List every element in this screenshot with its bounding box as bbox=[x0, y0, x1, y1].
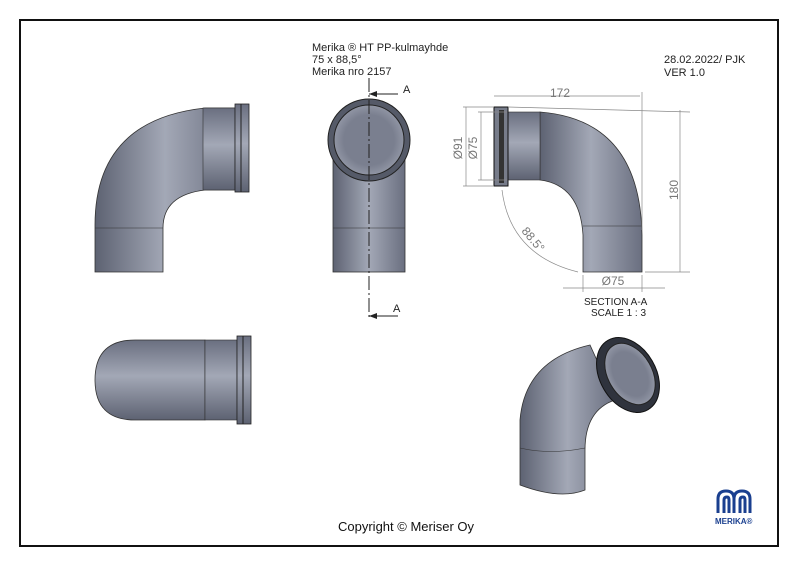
side-view-elbow bbox=[327, 78, 411, 320]
section-scale: SCALE 1 : 3 bbox=[591, 308, 647, 319]
section-view-elbow: 172 180 Ø91 Ø75 Ø75 88.5° bbox=[451, 86, 691, 292]
section-marker-bottom: A bbox=[393, 303, 401, 315]
section-label: SECTION A-A bbox=[584, 297, 648, 308]
date-author: 28.02.2022/ PJK bbox=[664, 54, 746, 66]
product-number: Merika nro 2157 bbox=[312, 66, 392, 78]
product-title: Merika ® HT PP-kulmayhde bbox=[312, 42, 449, 54]
product-size: 75 x 88,5° bbox=[312, 54, 362, 66]
merika-logo: MERIKA® bbox=[715, 489, 753, 526]
drawing-frame bbox=[19, 19, 779, 547]
svg-text:MERIKA®: MERIKA® bbox=[715, 517, 753, 526]
dim-bottom-diameter: Ø75 bbox=[602, 274, 625, 288]
isometric-elbow bbox=[519, 337, 660, 495]
top-view-elbow bbox=[94, 335, 252, 425]
dim-height: 180 bbox=[667, 180, 681, 200]
section-marker-top: A bbox=[403, 84, 411, 96]
dim-inner-diameter: Ø75 bbox=[466, 136, 480, 159]
front-view-elbow bbox=[94, 103, 250, 273]
dim-length: 172 bbox=[550, 86, 570, 100]
dim-angle: 88.5° bbox=[519, 224, 548, 255]
copyright: Copyright © Meriser Oy bbox=[338, 519, 474, 534]
version: VER 1.0 bbox=[664, 67, 705, 79]
dim-outer-diameter: Ø91 bbox=[451, 136, 465, 159]
